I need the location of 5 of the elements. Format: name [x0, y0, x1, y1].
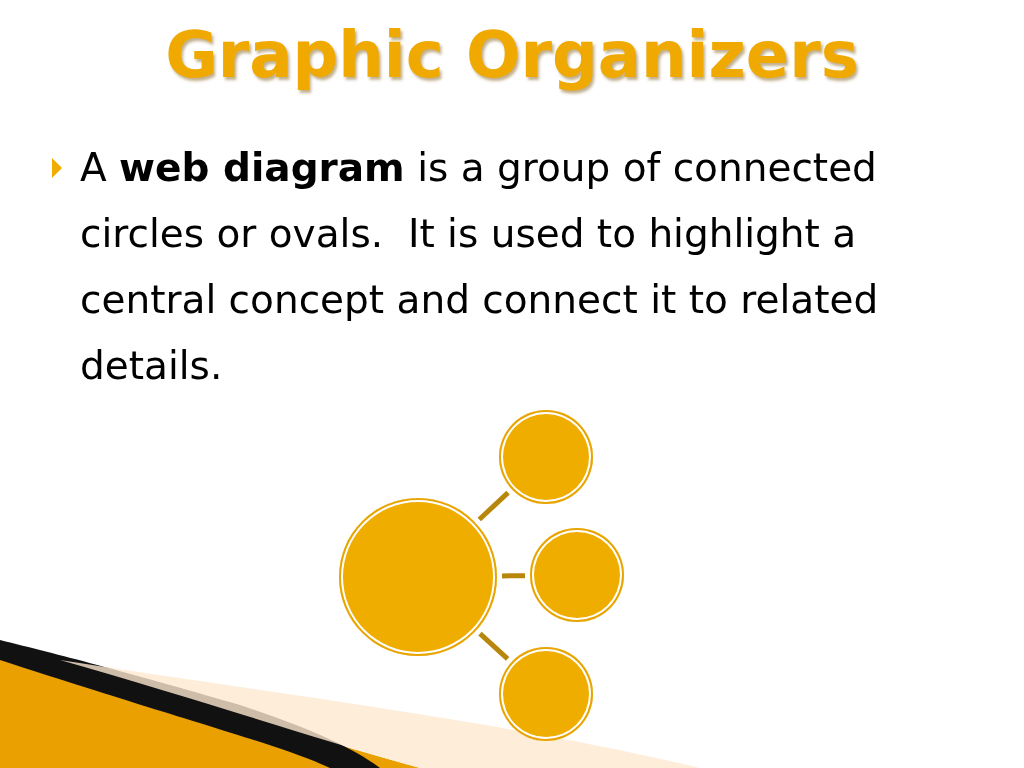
connector-line — [478, 631, 510, 661]
slide-title: Graphic Organizers — [165, 18, 859, 92]
connector-line — [501, 573, 526, 579]
bullet-text: A web diagram is a group of connected circles or ovals. It is used to highlight a central concept and connect it to related details. — [80, 145, 880, 388]
connector-line — [477, 490, 510, 522]
